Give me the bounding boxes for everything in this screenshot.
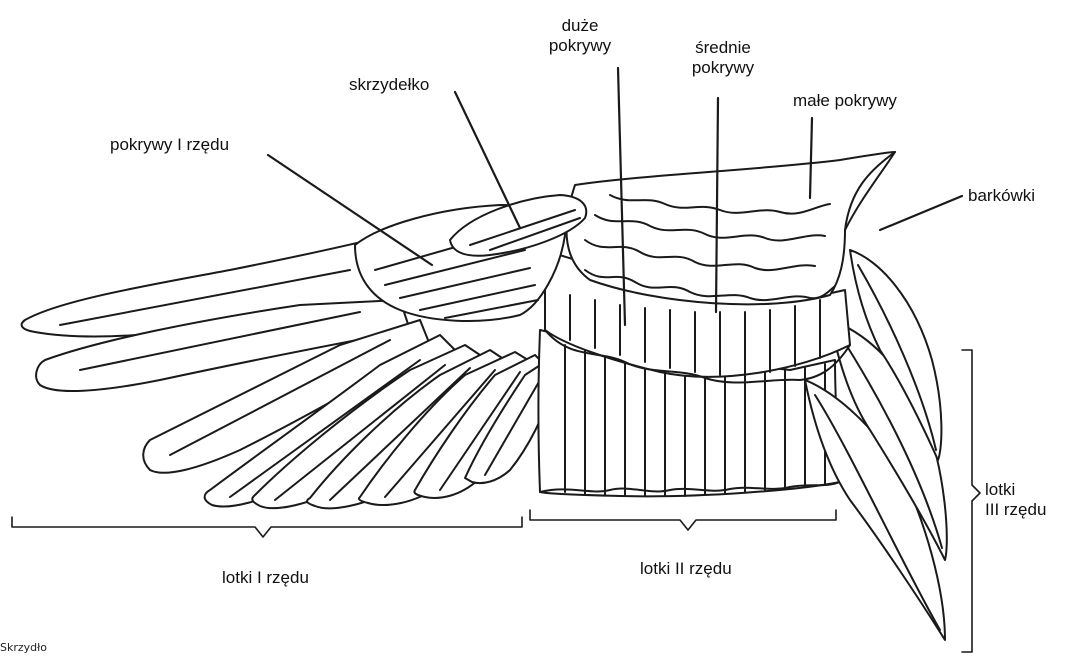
leader-barkowki <box>880 196 962 230</box>
label-lotki-iii-rzedu-line2: III rzędu <box>985 500 1046 520</box>
bracket-lotki-i-rzedu <box>12 517 522 537</box>
label-barkowki: barkówki <box>968 186 1035 206</box>
label-male-pokrywy: małe pokrywy <box>793 91 897 111</box>
label-duze-pokrywy-line1: duże <box>540 16 620 36</box>
label-skrzydelko: skrzydełko <box>349 75 429 95</box>
wing-drawing <box>22 152 947 640</box>
label-duze-pokrywy-line2: pokrywy <box>540 36 620 56</box>
label-lotki-iii-rzedu: lotki III rzędu <box>985 480 1046 520</box>
label-srednie-pokrywy-line1: średnie <box>683 38 763 58</box>
label-duze-pokrywy: duże pokrywy <box>540 16 620 56</box>
bracket-lotki-iii-rzedu <box>962 350 980 652</box>
label-lotki-ii-rzedu: lotki II rzędu <box>640 559 732 579</box>
figure-caption: Skrzydło <box>0 641 47 654</box>
bracket-lotki-ii-rzedu <box>530 510 836 530</box>
label-pokrywy-i-rzedu: pokrywy I rzędu <box>110 135 229 155</box>
label-lotki-i-rzedu: lotki I rzędu <box>222 568 309 588</box>
label-srednie-pokrywy: średnie pokrywy <box>683 38 763 78</box>
label-lotki-iii-rzedu-line1: lotki <box>985 480 1046 500</box>
label-srednie-pokrywy-line2: pokrywy <box>683 58 763 78</box>
median-lesser-coverts <box>567 152 895 304</box>
